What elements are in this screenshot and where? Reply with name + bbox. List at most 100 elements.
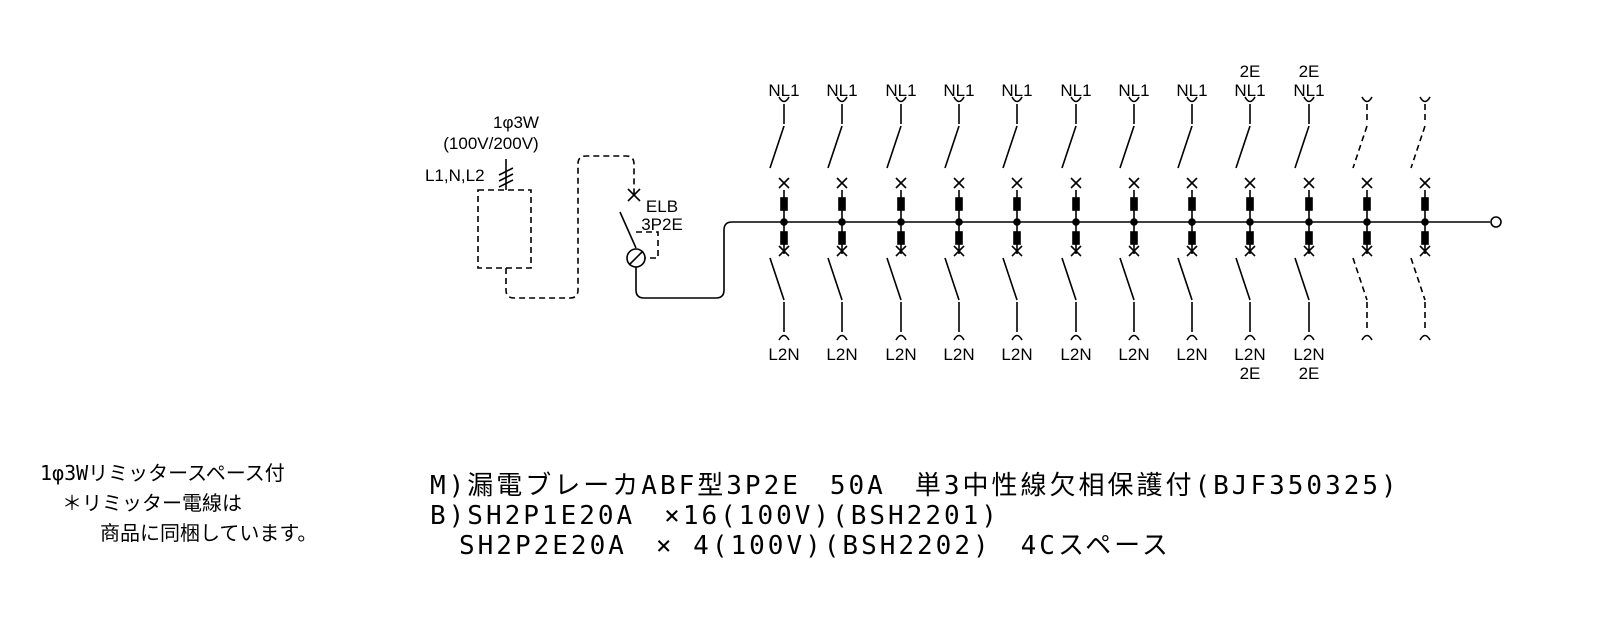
branch-breaker (1294, 96, 1315, 341)
top-contact-x (1070, 177, 1082, 189)
limiter-space (477, 155, 635, 299)
bus-tap-dot (1072, 218, 1080, 226)
branch-top-label: 2E (1299, 62, 1320, 81)
top-contact-x (1244, 177, 1256, 189)
bottom-contact-x (1011, 245, 1023, 257)
bottom-terminal (1186, 334, 1198, 341)
single-line-diagram: 1φ3W (100V/200V) L1,N,L2 ELB 3P2E NL1L2N… (425, 62, 1502, 383)
bus-tap-dot (1246, 218, 1254, 226)
top-terminal (1070, 96, 1082, 103)
bottom-switch-blade (886, 257, 902, 301)
bottom-switch-blade (769, 257, 785, 301)
branch-top-label: NL1 (1234, 81, 1265, 100)
top-contact-x (1128, 177, 1140, 189)
branch-bottom-label: L2N (1118, 345, 1149, 364)
top-contact-x (1186, 177, 1198, 189)
top-switch-blade (827, 125, 843, 169)
pole-contact (1246, 197, 1254, 211)
supply-phase-label: 1φ3W (493, 113, 539, 132)
pole-contact (1013, 231, 1021, 245)
pole-contact (1363, 231, 1371, 245)
bus-tap-dot (1421, 218, 1429, 226)
branch-breaker (1177, 96, 1198, 341)
bottom-terminal (1244, 334, 1256, 341)
branch-breaker (827, 96, 848, 341)
branch-bottom-label: L2N (1234, 345, 1265, 364)
bottom-switch-blade (1352, 257, 1368, 301)
bottom-contact-x (1128, 245, 1140, 257)
branch-bottom-label: L2N (1060, 345, 1091, 364)
main-breaker-type-line1: ELB (646, 197, 678, 216)
top-contact-x (1419, 177, 1431, 189)
top-switch-blade (1235, 125, 1251, 169)
bottom-switch-blade (827, 257, 843, 301)
branch-top-label: NL1 (1060, 81, 1091, 100)
branch-breaker (1002, 96, 1023, 341)
branch-bottom-label: L2N (943, 345, 974, 364)
pole-contact (1130, 197, 1138, 211)
branch-bottom-label: 2E (1299, 364, 1320, 383)
branch-top-label: 2E (1240, 62, 1261, 81)
bottom-terminal (953, 334, 965, 341)
limiter-note-line2: ＊リミッター電線は (62, 491, 242, 515)
pole-contact (955, 231, 963, 245)
top-switch-blade (1410, 125, 1426, 169)
bottom-switch-blade (1235, 257, 1251, 301)
top-switch-blade (886, 125, 902, 169)
bottom-contact-x (1303, 245, 1315, 257)
top-contact-x (836, 177, 848, 189)
pole-contact (1013, 197, 1021, 211)
branch-bottom-label: L2N (1001, 345, 1032, 364)
bus-tap-dot (897, 218, 905, 226)
top-terminal (1303, 96, 1315, 103)
top-terminal (1244, 96, 1256, 103)
spec-branch-breakers-2: SH2P2E20A × 4(100V)(BSH2202) 4Cスペース (430, 531, 1171, 561)
pole-contact (897, 197, 905, 211)
pole-contact (1130, 231, 1138, 245)
branch-top-label: NL1 (826, 81, 857, 100)
limiter-note-line3: 商品に同梱しています。 (100, 521, 318, 545)
branch-bottom-label: L2N (1293, 345, 1324, 364)
pole-contact (838, 197, 846, 211)
top-switch-blade (1352, 125, 1368, 169)
bottom-switch-blade (1061, 257, 1077, 301)
bottom-terminal (1070, 334, 1082, 341)
branch-bottom-label: L2N (826, 345, 857, 364)
bus-tap-dot (1130, 218, 1138, 226)
bottom-contact-x (1070, 245, 1082, 257)
bottom-contact-x (778, 245, 790, 257)
pole-contact (780, 231, 788, 245)
bottom-terminal (1303, 334, 1315, 341)
bottom-switch-blade (1410, 257, 1426, 301)
supply-wires-label: L1,N,L2 (425, 166, 485, 185)
top-switch-blade (1294, 125, 1310, 169)
bus-tap-dot (1013, 218, 1021, 226)
branch-top-label: NL1 (1293, 81, 1324, 100)
bottom-contact-x (895, 245, 907, 257)
top-terminal (953, 96, 965, 103)
branch-top-label: NL1 (1176, 81, 1207, 100)
bottom-terminal (1011, 334, 1023, 341)
branch-top-label: NL1 (885, 81, 916, 100)
incoming-feeder (498, 159, 514, 190)
top-terminal (895, 96, 907, 103)
top-switch-blade (1119, 125, 1135, 169)
pole-contact (1305, 197, 1313, 211)
bottom-terminal (836, 334, 848, 341)
branch-bottom-label: L2N (885, 345, 916, 364)
branch-bottom-label: L2N (1176, 345, 1207, 364)
bottom-contact-x (836, 245, 848, 257)
top-contact-x (953, 177, 965, 189)
branch-breaker (1410, 96, 1431, 341)
pole-contact (1363, 197, 1371, 211)
branch-bottom-label: L2N (768, 345, 799, 364)
pole-contact (955, 197, 963, 211)
top-switch-blade (1061, 125, 1077, 169)
bottom-contact-x (1244, 245, 1256, 257)
bottom-switch-blade (1294, 257, 1310, 301)
branch-breaker (769, 96, 790, 341)
bottom-switch-blade (1002, 257, 1018, 301)
branch-top-label: NL1 (1118, 81, 1149, 100)
bottom-terminal (895, 334, 907, 341)
